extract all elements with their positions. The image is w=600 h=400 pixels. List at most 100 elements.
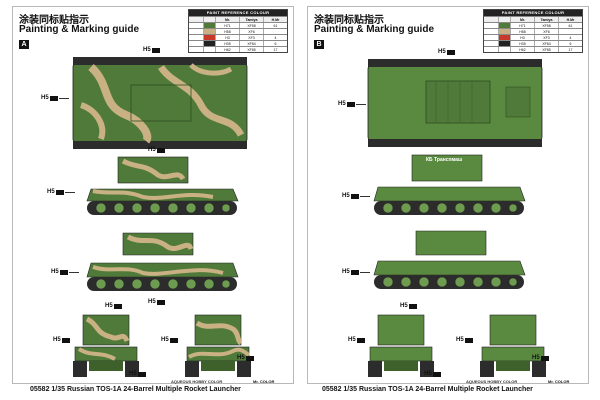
paint-callout: H5 (424, 371, 441, 377)
scheme-letter: B (314, 40, 324, 49)
col-header: H.Mr (558, 17, 582, 22)
col-header: H.Mr (263, 17, 287, 22)
col-header (203, 17, 215, 22)
paint-callout: H5 (161, 337, 178, 343)
color-swatch (498, 41, 510, 46)
col-header: Tamiya (534, 17, 558, 22)
paint-callout: H5 (342, 269, 370, 275)
paint-reference-table: PAINT REFERENCE COLOUR Mr. Tamiya H.Mr H… (483, 9, 583, 53)
hobby-color-brand: AQUEOUS HOBBY COLOR (466, 379, 518, 384)
table-cell (484, 47, 498, 52)
table-row: H62 XF85 17 (484, 46, 582, 52)
table-cell: 61 (263, 23, 287, 28)
col-header (484, 17, 498, 22)
table-cell: 6 (263, 41, 287, 46)
hobby-color-brand: AQUEOUS HOBBY COLOR (171, 379, 223, 384)
scheme-letter: A (19, 40, 29, 49)
mr-color-label: Mr. COLOR (548, 379, 570, 384)
color-swatch (203, 35, 215, 40)
table-cell: 17 (263, 47, 287, 52)
table-cell (189, 23, 203, 28)
title-english: Painting & Marking guide (19, 24, 140, 35)
paint-callout: H5 (532, 355, 549, 361)
sheet-a: 涂装同标贴指示 Painting & Marking guide A PAINT… (12, 6, 294, 384)
table-cell: H71 (215, 23, 239, 28)
table-row: H71 XF58 61 (484, 22, 582, 28)
side-view-loaded (370, 153, 530, 223)
table-cell: H35 (215, 41, 239, 46)
color-swatch (203, 29, 215, 34)
color-swatch (203, 23, 215, 28)
paint-callout: H5 (47, 189, 75, 195)
paint-callout: H5 (438, 49, 455, 55)
paint-callout: H5 (348, 337, 365, 343)
table-cell: 4 (263, 35, 287, 40)
paint-reference-table: PAINT REFERENCE COLOUR Mr. Tamiya H.Mr H… (188, 9, 288, 53)
table-cell (189, 29, 203, 34)
table-cell: XF3 (534, 35, 558, 40)
sheet-a-caption: 05582 1/35 Russian TOS-1A 24-Barrel Mult… (30, 386, 241, 393)
rear-view (183, 313, 253, 379)
sheet-b-caption: 05582 1/35 Russian TOS-1A 24-Barrel Mult… (322, 386, 533, 393)
side-view-travel (370, 227, 530, 299)
paint-callout: H5 (105, 303, 122, 309)
table-cell (484, 29, 498, 34)
paint-callout: H5 (129, 371, 146, 377)
paint-callout: H5 (53, 337, 70, 343)
top-view (366, 57, 544, 149)
table-row: H35 XF84 6 (484, 40, 582, 46)
color-swatch (498, 47, 510, 52)
side-view-loaded (83, 155, 243, 223)
paint-callout: H5 (148, 147, 165, 153)
table-row: H71 XF58 61 (189, 22, 287, 28)
paint-callout: H5 (51, 269, 79, 275)
table-row: H35 XF84 6 (189, 40, 287, 46)
table-cell: XF84 (534, 41, 558, 46)
table-cell: H58 (510, 29, 534, 34)
table-cell (263, 29, 287, 34)
color-swatch (203, 41, 215, 46)
table-row: H62 XF85 17 (189, 46, 287, 52)
table-cell: H3 (510, 35, 534, 40)
col-header (189, 17, 203, 22)
paint-reference-heading: PAINT REFERENCE COLOUR (189, 10, 287, 16)
paint-callout: H5 (41, 95, 69, 101)
table-cell: XF85 (239, 47, 263, 52)
table-cell: H3 (215, 35, 239, 40)
sheet-b: 涂装同标贴指示 Painting & Marking guide B PAINT… (307, 6, 589, 384)
table-cell (558, 29, 582, 34)
title-chinese: 涂装同标贴指示 (19, 15, 89, 26)
paint-callout: H5 (143, 47, 160, 53)
paint-callout: H5 (237, 355, 254, 361)
col-header: Mr. (510, 17, 534, 22)
title-chinese: 涂装同标贴指示 (314, 15, 384, 26)
table-cell: XF84 (239, 41, 263, 46)
color-swatch (203, 47, 215, 52)
table-row: H3 XF3 4 (189, 34, 287, 40)
table-cell: XF58 (239, 23, 263, 28)
vehicle-marking: КБ Транспмаш (426, 157, 463, 163)
side-view-travel (83, 229, 243, 301)
table-cell: XF85 (534, 47, 558, 52)
table-header-row: Mr. Tamiya H.Mr (189, 16, 287, 22)
table-cell (484, 41, 498, 46)
color-swatch (498, 29, 510, 34)
rear-view (478, 313, 548, 379)
table-cell: H71 (510, 23, 534, 28)
table-row: H58 XF6 (484, 28, 582, 34)
paint-callout: H5 (342, 193, 370, 199)
table-cell: 6 (558, 41, 582, 46)
table-cell (189, 35, 203, 40)
table-row: H58 XF6 (189, 28, 287, 34)
table-cell: H62 (215, 47, 239, 52)
front-view (71, 313, 141, 379)
table-cell: H35 (510, 41, 534, 46)
paint-callout: H5 (456, 337, 473, 343)
color-swatch (498, 23, 510, 28)
col-header: Tamiya (239, 17, 263, 22)
color-swatch (498, 35, 510, 40)
col-header: Mr. (215, 17, 239, 22)
table-cell: XF3 (239, 35, 263, 40)
mr-color-label: Mr. COLOR (253, 379, 275, 384)
table-cell: H58 (215, 29, 239, 34)
